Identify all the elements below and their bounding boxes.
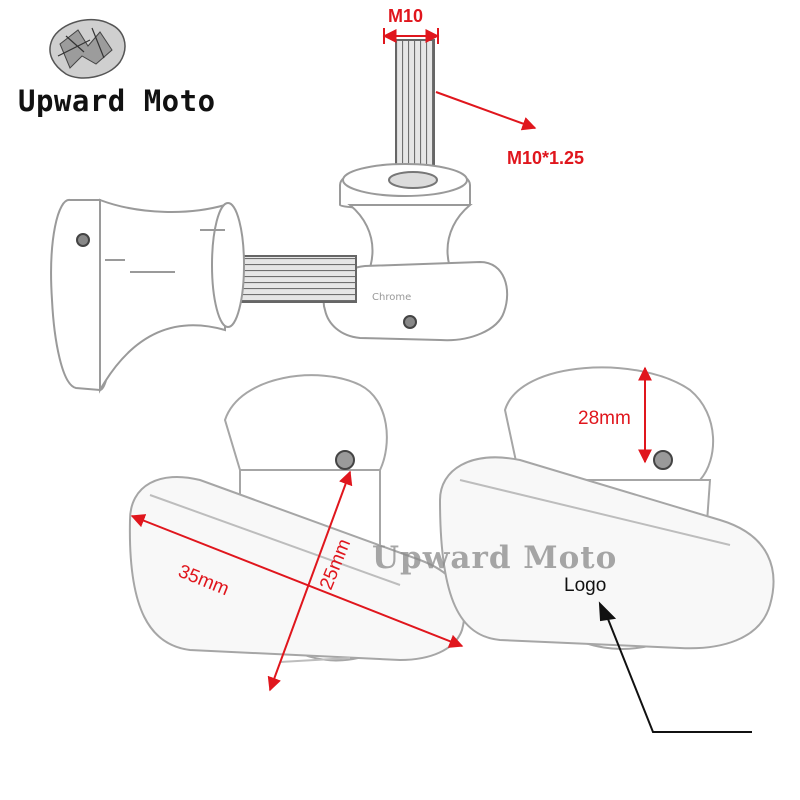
height-label: 28mm [578, 408, 631, 429]
thread-diameter-label: M10 [388, 6, 424, 26]
logo-callout-leader [598, 601, 752, 733]
spool-horizontal-drawing [50, 198, 357, 394]
watermark-text: Upward Moto [372, 540, 618, 576]
dim-thread-pitch-leader [435, 91, 537, 131]
brand-name: Upward Moto [18, 84, 216, 118]
spool-vertical-drawing: Chrome [322, 39, 509, 342]
thread-pitch-label: M10*1.25 [507, 148, 585, 168]
spool-right-drawing [438, 366, 775, 650]
crumpled-foil-logo-icon [49, 18, 126, 79]
spool-left-drawing [128, 374, 466, 663]
dim-width-line [267, 470, 353, 692]
logo-callout-label: Logo [564, 575, 607, 596]
dimension-lines [130, 28, 652, 692]
svg-text:Chrome: Chrome [372, 292, 411, 303]
